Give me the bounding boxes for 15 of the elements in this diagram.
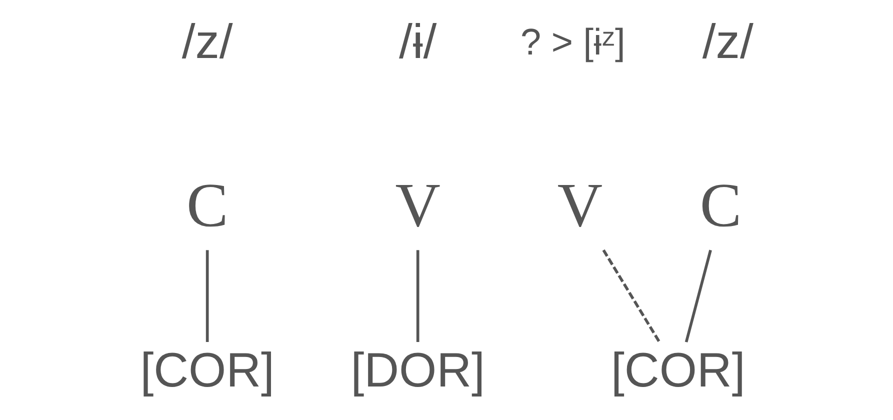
- node-text: C: [186, 170, 228, 240]
- node-text: [COR]: [140, 344, 274, 398]
- label: ? > [ɨᶻ]: [520, 22, 625, 63]
- connector: [205, 250, 208, 342]
- node-text: [DOR]: [350, 344, 484, 398]
- connector: [602, 249, 660, 343]
- connector: [416, 250, 419, 342]
- label: /z/: [702, 15, 753, 70]
- node-text: [COR]: [610, 344, 745, 398]
- node-text: V: [394, 170, 440, 240]
- connector: [684, 250, 712, 342]
- node-text: C: [699, 170, 742, 240]
- node-text: V: [556, 170, 602, 240]
- label: /z/: [181, 15, 232, 70]
- label: /ɨ/: [398, 15, 436, 70]
